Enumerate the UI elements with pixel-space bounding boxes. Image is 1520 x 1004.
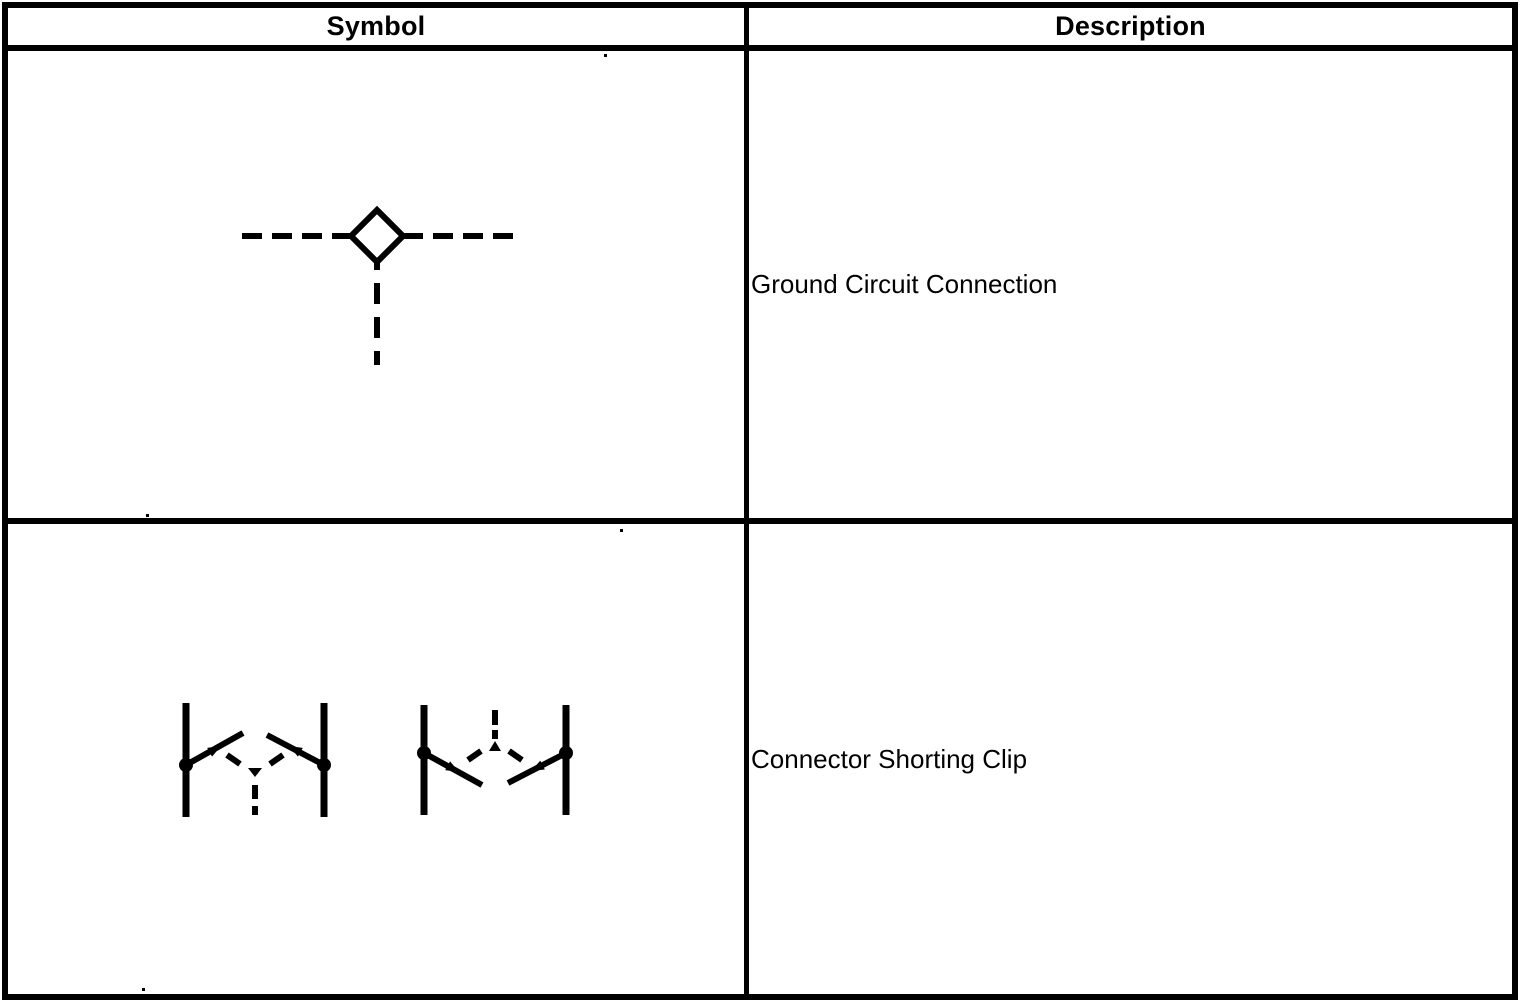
description-cell: Connector Shorting Clip — [751, 743, 1028, 774]
description-column-header: Description — [1055, 11, 1206, 41]
scan-artifact-dot — [604, 54, 607, 57]
row-divider-line — [2, 518, 1518, 524]
scan-artifact-dot — [620, 529, 623, 532]
table-border-right — [1512, 2, 1518, 1000]
table-border-left — [2, 2, 8, 1000]
table-border-top — [2, 2, 1518, 8]
ground-circuit-connection-symbol — [225, 200, 525, 370]
table-border-bottom — [2, 994, 1518, 1000]
column-divider-line — [744, 2, 749, 1000]
description-cell: Ground Circuit Connection — [751, 269, 1058, 299]
scan-artifact-dot — [142, 988, 145, 991]
symbol-column-header: Symbol — [326, 11, 426, 41]
scan-artifact-dot — [146, 514, 149, 517]
connector-shorting-clip-symbol-right — [415, 695, 575, 825]
header-divider-line — [2, 45, 1518, 51]
connector-shorting-clip-symbol-left — [175, 695, 335, 825]
